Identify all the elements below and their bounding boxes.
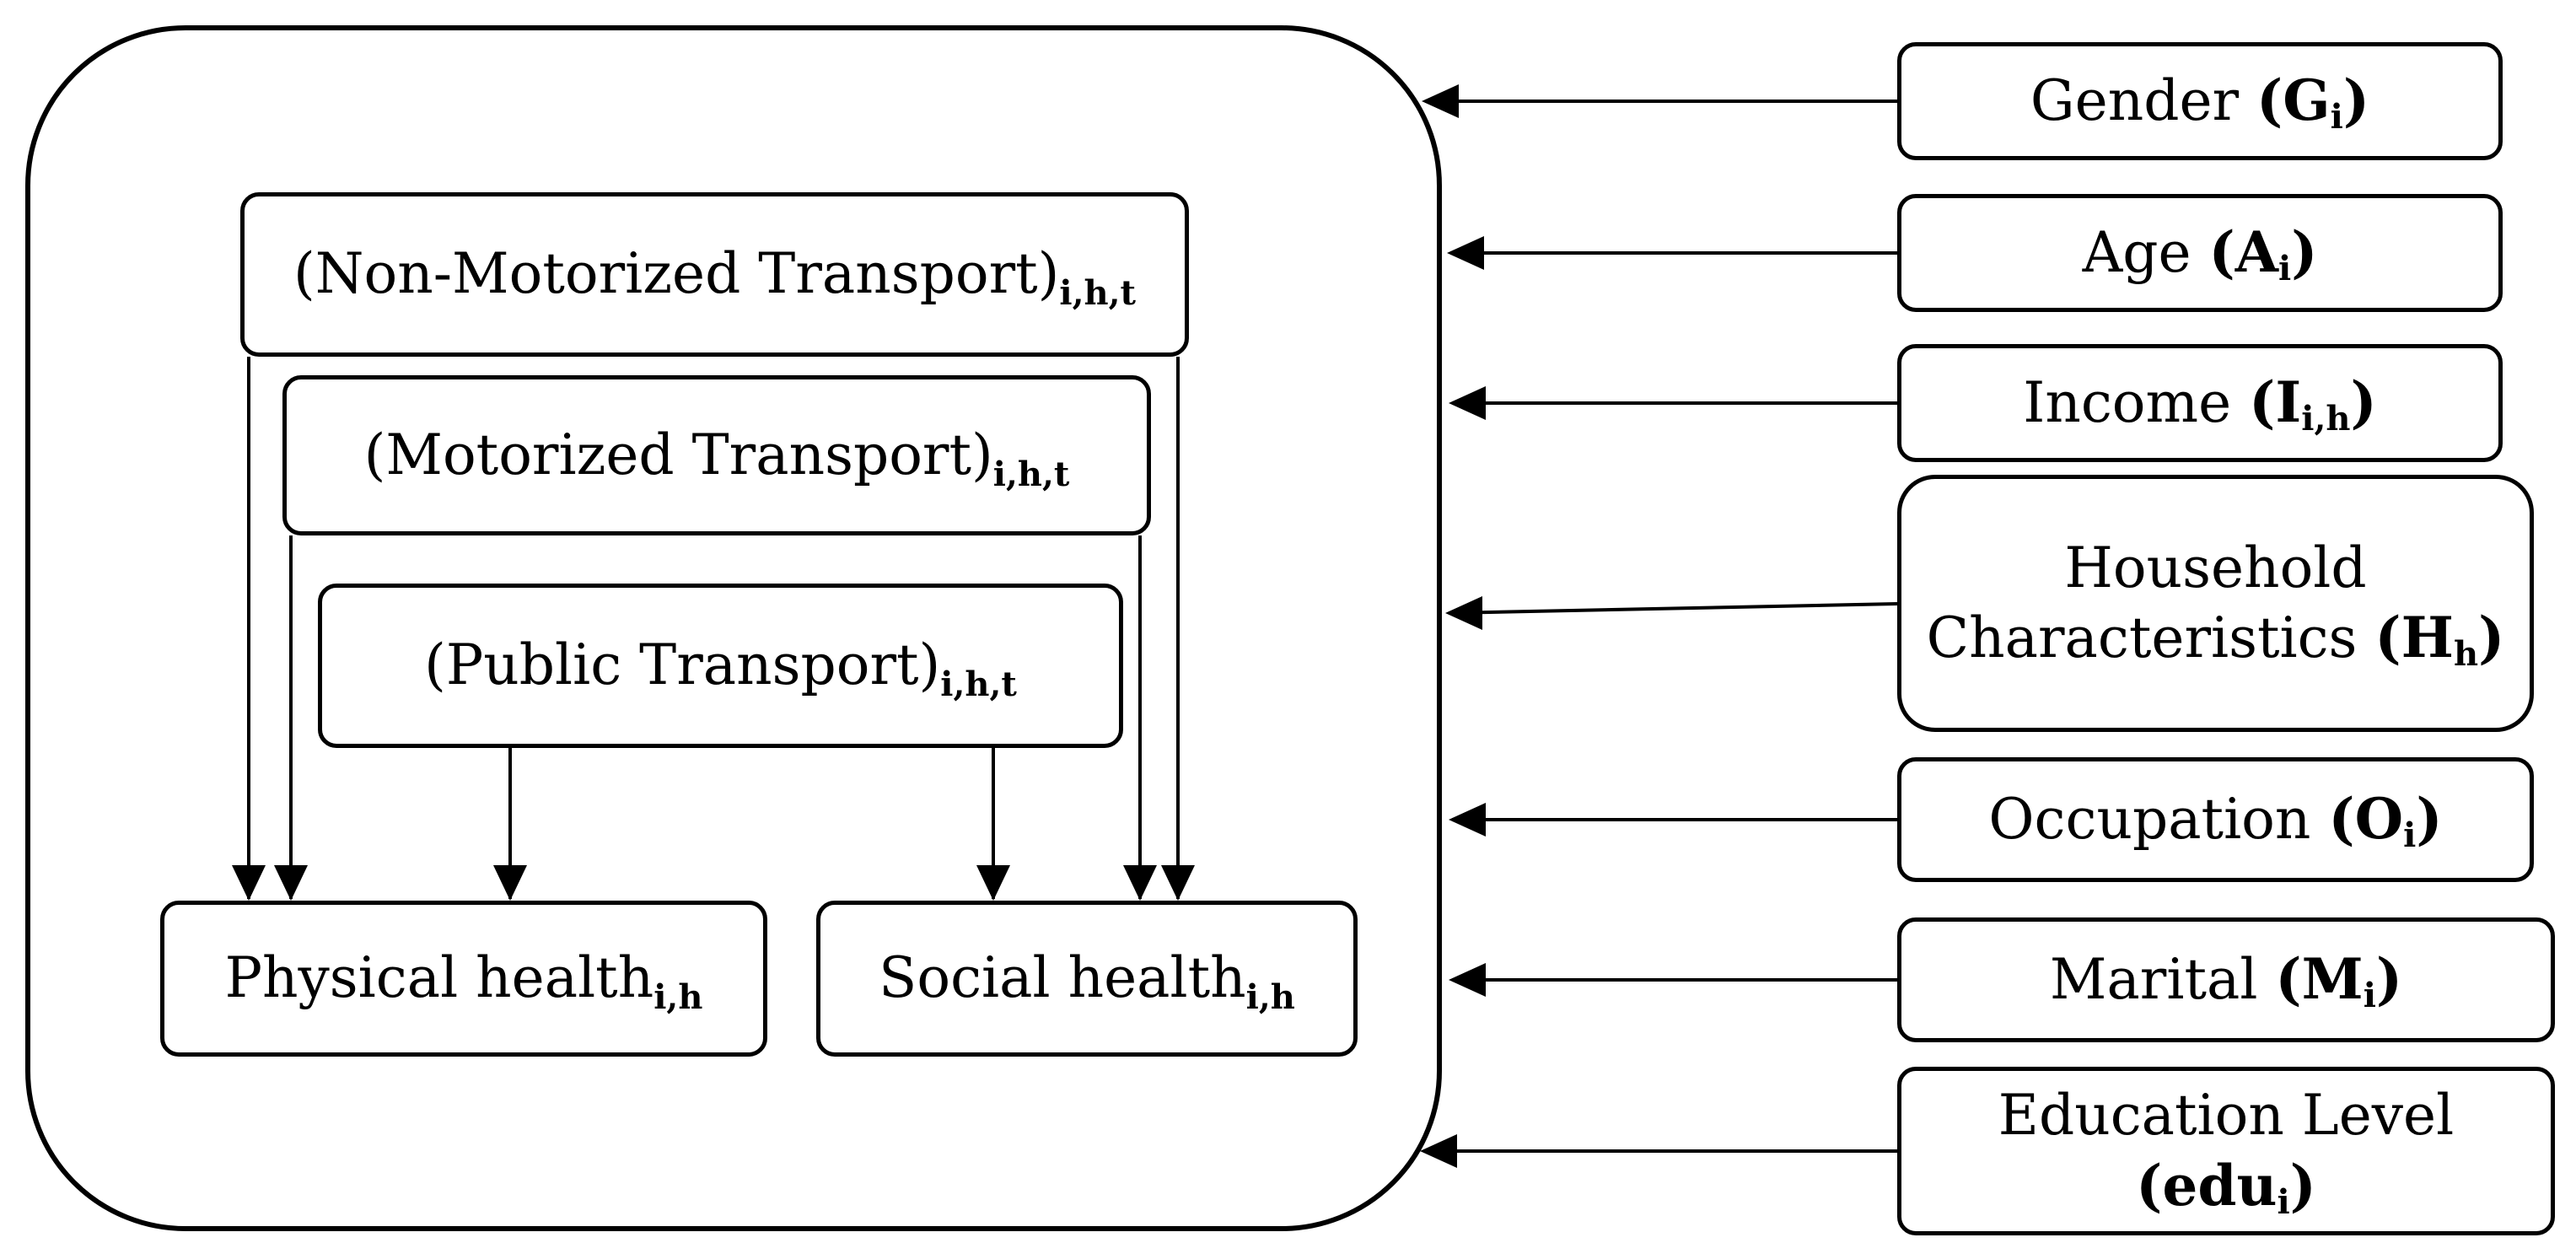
motorized-transport-label: (Motorized Transport) xyxy=(363,422,993,487)
education-line1: Education Level xyxy=(1998,1083,2455,1148)
occupation-factor-box: Occupation (Oi) xyxy=(1897,757,2534,882)
household-symbol: H xyxy=(2401,605,2455,670)
outer-container xyxy=(25,25,1442,1231)
age-open-paren: ( xyxy=(2208,219,2235,286)
public-transport-box: (Public Transport)i,h,t xyxy=(318,584,1123,748)
household-open-paren: ( xyxy=(2374,605,2401,670)
motorized-transport-box: (Motorized Transport)i,h,t xyxy=(282,375,1151,535)
non-motorized-transport-box: (Non-Motorized Transport)i,h,t xyxy=(240,192,1189,357)
income-close-paren: ) xyxy=(2350,369,2377,436)
gender-symbol: G xyxy=(2283,67,2331,134)
age-symbol: A xyxy=(2235,219,2278,286)
household-subscript: h xyxy=(2454,634,2479,674)
education-symbol: edu xyxy=(2162,1152,2278,1219)
occupation-subscript: i xyxy=(2403,815,2417,856)
physical-health-label: Physical health xyxy=(224,945,654,1011)
motorized-transport-subscript: i,h,t xyxy=(992,454,1070,494)
physical-health-subscript: i,h xyxy=(653,977,703,1018)
education-factor-box: Education Level (edui) xyxy=(1897,1067,2555,1235)
gender-subscript: i xyxy=(2330,97,2343,137)
age-close-paren: ) xyxy=(2291,219,2318,286)
physical-health-box: Physical healthi,h xyxy=(160,901,767,1057)
age-subscript: i xyxy=(2278,249,2292,289)
occupation-label: Occupation xyxy=(1988,787,2329,853)
marital-open-paren: ( xyxy=(2275,946,2302,1013)
marital-close-paren: ) xyxy=(2375,946,2403,1013)
marital-label: Marital xyxy=(2049,947,2276,1013)
gender-factor-box: Gender (Gi) xyxy=(1897,42,2503,160)
income-subscript: i,h xyxy=(2301,399,2351,439)
social-health-label: Social health xyxy=(879,945,1246,1011)
income-label: Income xyxy=(2023,370,2250,436)
age-label: Age xyxy=(2082,220,2209,286)
education-close-paren: ) xyxy=(2289,1152,2316,1219)
non-motorized-transport-label: (Non-Motorized Transport) xyxy=(293,241,1060,307)
social-health-box: Social healthi,h xyxy=(816,901,1358,1057)
gender-label: Gender xyxy=(2030,68,2257,134)
public-transport-label: (Public Transport) xyxy=(424,632,941,698)
income-open-paren: ( xyxy=(2249,369,2276,436)
social-health-subscript: i,h xyxy=(1245,977,1295,1018)
income-factor-box: Income (Ii,h) xyxy=(1897,344,2503,462)
marital-symbol: M xyxy=(2301,946,2364,1013)
household-factor-box: Household Characteristics (Hh) xyxy=(1897,475,2534,732)
non-motorized-transport-subscript: i,h,t xyxy=(1059,273,1137,314)
education-open-paren: ( xyxy=(2136,1152,2163,1219)
occupation-open-paren: ( xyxy=(2328,786,2355,853)
age-factor-box: Age (Ai) xyxy=(1897,194,2503,312)
education-subscript: i xyxy=(2277,1181,2290,1222)
occupation-close-paren: ) xyxy=(2416,786,2443,853)
household-label: Characteristics xyxy=(1926,605,2375,670)
gender-close-paren: ) xyxy=(2342,67,2370,134)
income-symbol: I xyxy=(2275,369,2302,436)
occupation-symbol: O xyxy=(2354,786,2404,853)
household-close-paren: ) xyxy=(2478,605,2505,670)
marital-subscript: i xyxy=(2363,976,2376,1016)
marital-factor-box: Marital (Mi) xyxy=(1897,917,2555,1042)
gender-open-paren: ( xyxy=(2256,67,2283,134)
household-line1: Household xyxy=(2064,535,2367,600)
public-transport-subscript: i,h,t xyxy=(940,664,1017,705)
arrow-household xyxy=(1448,602,1898,615)
